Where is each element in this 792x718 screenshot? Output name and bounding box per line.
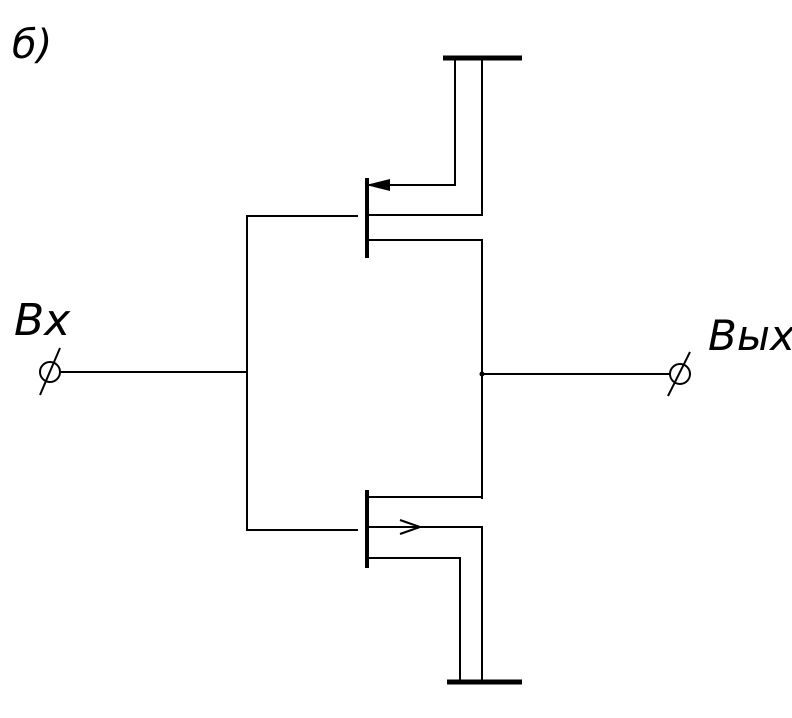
output-terminal [667,351,691,397]
input-wire [61,215,358,531]
figure-label: б) [12,22,52,68]
output-label: Вых [708,311,792,360]
nmos-transistor [365,490,522,685]
pmos-arrow-icon [366,179,390,191]
input-terminal [39,347,61,396]
input-label: Вх [14,295,71,346]
pmos-transistor [365,55,522,258]
nmos-arrow-icon [399,519,424,535]
drain-wire [479,239,671,499]
